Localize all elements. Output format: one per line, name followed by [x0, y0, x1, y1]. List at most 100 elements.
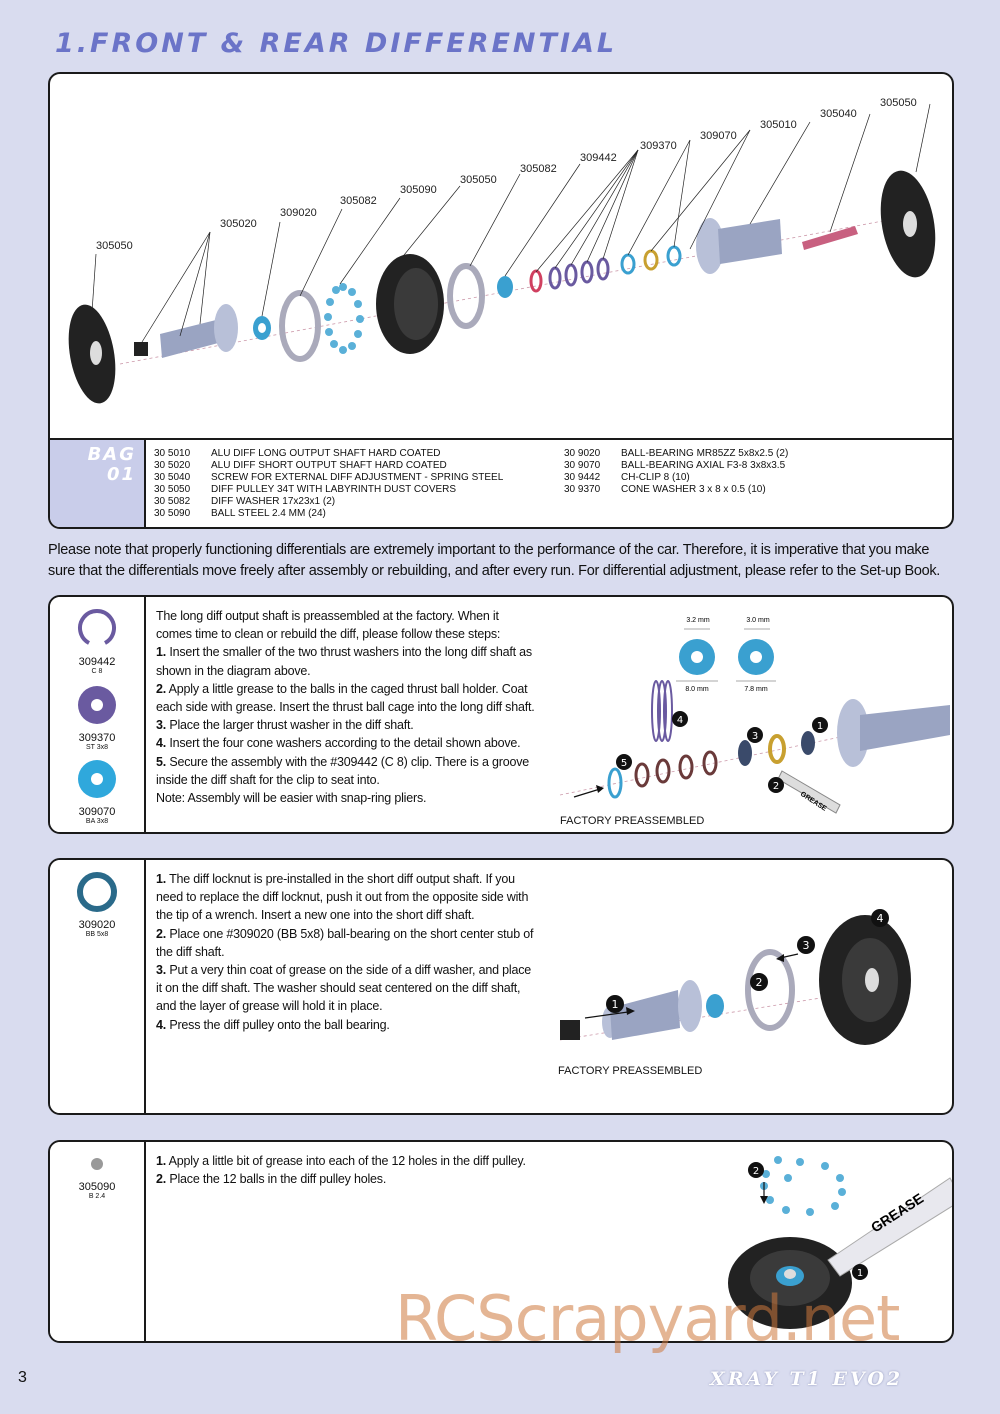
part-desc: BALL STEEL 2.4 MM (24): [211, 508, 326, 519]
dimension-label: 3.2 mm: [686, 617, 710, 624]
instruction-number: 4.: [156, 736, 167, 751]
part-label: 305090: [400, 184, 437, 196]
part-code: 30 5050: [154, 484, 191, 495]
dimension-label: 8.0 mm: [685, 686, 709, 693]
instruction-number: 2.: [156, 926, 167, 941]
part-label: 305050: [880, 97, 917, 109]
instruction-intro: The long diff output shaft is preassembl…: [156, 609, 501, 642]
part-label: 305050: [460, 174, 497, 186]
instruction-text: Place the larger thrust washer in the di…: [169, 718, 414, 733]
watermark: RCScrapyard.net: [395, 1282, 900, 1355]
callout-number: 1: [817, 721, 823, 732]
instruction-item: 1. Insert the smaller of the two thrust …: [156, 643, 536, 679]
part-icon: 309442 C 8: [50, 609, 144, 675]
instruction-text: The diff locknut is pre-installed in the…: [156, 872, 529, 923]
instruction-number: 3.: [156, 718, 167, 733]
callout-number: 2: [753, 1166, 759, 1177]
callout-number: 4: [677, 715, 683, 726]
instruction-text: Place one #309020 (BB 5x8) ball-bearing …: [156, 926, 534, 959]
step-2-panel: 309020 BB 5x8 1. The diff locknut is pre…: [48, 858, 954, 1115]
part-icon: 309370 ST 3x8: [50, 685, 144, 751]
step-1-diagram: 3.2 mm 3.0 mm 8.0 mm 7.8 mm GREASE 4 3 1…: [559, 617, 950, 814]
dimension-label: 7.8 mm: [744, 686, 768, 693]
instruction-text: Insert the smaller of the two thrust was…: [156, 645, 532, 678]
instruction-item: 5. Secure the assembly with the #309442 …: [156, 753, 536, 789]
instruction-number: 1.: [156, 645, 167, 660]
figure-caption: FACTORY PREASSEMBLED: [558, 1065, 703, 1077]
steel-ball-icon: [91, 1158, 103, 1170]
instruction-text: Press the diff pulley onto the ball bear…: [169, 1017, 390, 1032]
page-title: 1.FRONT & REAR DIFFERENTIAL: [55, 28, 618, 59]
step-3-panel: 305090 B 2.4 1. Apply a little bit of gr…: [48, 1140, 954, 1343]
part-icon: 305090 B 2.4: [50, 1154, 144, 1200]
part-label: 305020: [220, 218, 257, 230]
step-2-diagram: 4 3 2 1: [559, 909, 911, 1045]
instruction-text: Secure the assembly with the #309442 (C …: [156, 754, 529, 787]
parts-row: 30 5050 DIFF PULLEY 34T WITH LABYRINTH DU…: [154, 484, 503, 496]
page-number: 3: [18, 1369, 27, 1386]
callout-number: 4: [877, 912, 884, 925]
step-2-instructions: 1. The diff locknut is pre-installed in …: [156, 870, 536, 1034]
part-code: 30 9020: [564, 448, 601, 459]
instruction-text: Insert the four cone washers according t…: [169, 736, 521, 751]
parts-row: 30 5090 BALL STEEL 2.4 MM (24): [154, 508, 503, 520]
instruction-text: Place the 12 balls in the diff pulley ho…: [169, 1172, 387, 1187]
callout-number: 1: [857, 1268, 863, 1279]
instruction-number: 1.: [156, 1154, 167, 1168]
instruction-item: 3. Place the larger thrust washer in the…: [156, 716, 536, 734]
instruction-item: 2. Place the 12 balls in the diff pulley…: [156, 1170, 536, 1188]
instruction-text: Apply a little bit of grease into each o…: [168, 1154, 526, 1168]
part-label: 305082: [520, 163, 557, 175]
part-code: 30 5090: [154, 508, 191, 519]
part-size: C 8: [91, 668, 103, 675]
part-label: 309070: [700, 130, 737, 142]
instruction-item: 1. The diff locknut is pre-installed in …: [156, 870, 536, 925]
part-label: 305040: [820, 108, 857, 120]
part-code: 30 9442: [564, 472, 601, 483]
instruction-number: 5.: [156, 754, 167, 769]
part-size: BA 3x8: [85, 818, 109, 825]
part-desc: DIFF PULLEY 34T WITH LABYRINTH DUST COVE…: [211, 484, 457, 495]
instruction-item: 2. Apply a little grease to the balls in…: [156, 680, 536, 716]
callout-number: 3: [752, 731, 758, 742]
callout-number: 1: [612, 998, 619, 1011]
instruction-footnote: Note: Assembly will be easier with snap-…: [156, 791, 427, 806]
instruction-item: 4. Press the diff pulley onto the ball b…: [156, 1016, 536, 1034]
part-desc: CONE WASHER 3 x 8 x 0.5 (10): [621, 484, 766, 495]
instruction-text: Apply a little grease to the balls in th…: [156, 681, 535, 715]
instruction-item: 2. Place one #309020 (BB 5x8) ball-beari…: [156, 925, 536, 961]
step-3-diagram: GREASE 2 1: [728, 1156, 952, 1329]
part-desc: SCREW FOR EXTERNAL DIFF ADJUSTMENT - SPR…: [211, 472, 504, 483]
part-desc: BALL-BEARING AXIAL F3-8 3x8x3.5: [621, 460, 786, 471]
callout-number: 2: [756, 976, 763, 989]
part-label: 305050: [96, 240, 133, 252]
step-1-parts-column: 309442 C 8 309370 ST 3x8 309070 BA 3x8: [50, 597, 146, 832]
instruction-item: 3. Put a very thin coat of grease on the…: [156, 961, 536, 1016]
part-code: 30 5010: [154, 448, 191, 459]
important-note: Please note that properly functioning di…: [48, 542, 941, 579]
figure-caption: FACTORY PREASSEMBLED: [560, 815, 705, 827]
part-label: 305082: [340, 195, 377, 207]
part-label: 305010: [760, 119, 797, 131]
step-1-instructions: The long diff output shaft is preassembl…: [156, 607, 536, 807]
exploded-view-panel: 305050 305020 309020 305082 305090 30505…: [48, 72, 954, 529]
step-3-instructions: 1. Apply a little bit of grease into eac…: [156, 1152, 536, 1188]
part-number: 305090: [78, 1181, 116, 1193]
step-3-parts-column: 305090 B 2.4: [50, 1142, 146, 1341]
part-number: 309020: [78, 919, 116, 931]
part-label: 309370: [640, 140, 677, 152]
bag-tab: BAG 01: [50, 440, 146, 527]
part-size: ST 3x8: [85, 744, 109, 751]
cone-washer-icon: [78, 686, 116, 724]
instruction-text: Put a very thin coat of grease on the si…: [156, 963, 532, 1014]
axial-bearing-icon: [78, 760, 116, 798]
